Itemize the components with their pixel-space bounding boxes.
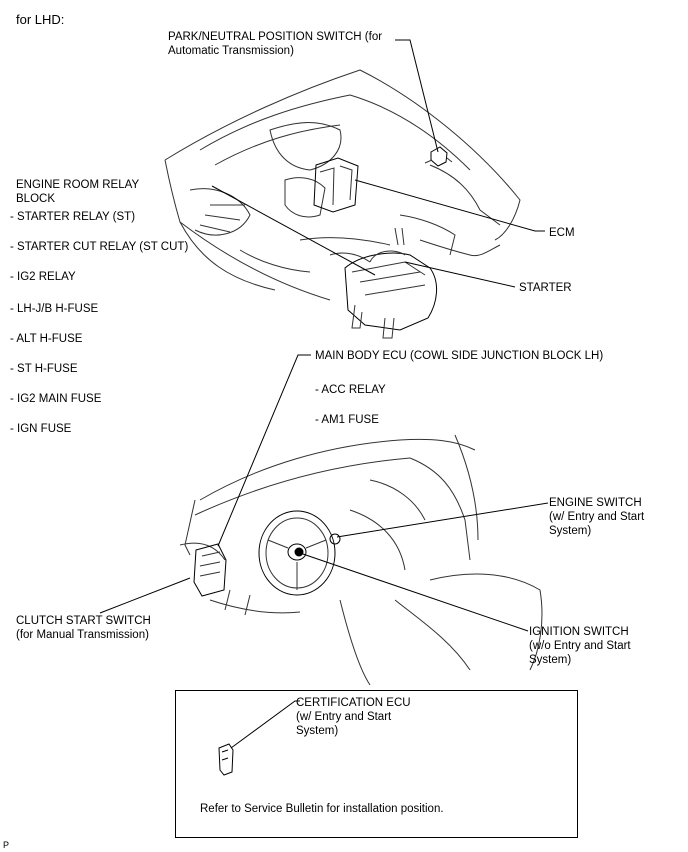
relay-block-item: - STARTER RELAY (ST) xyxy=(10,211,136,223)
relay-block-item: - IGN FUSE xyxy=(10,423,72,435)
corner-mark: P xyxy=(3,840,10,850)
leader-lines-upper xyxy=(211,39,545,288)
relay-block-item: - LH-J/B H-FUSE xyxy=(10,303,99,315)
park-neutral-switch-label: PARK/NEUTRAL POSITION SWITCH (for Automa… xyxy=(168,31,383,57)
clutch-start-switch-label: CLUTCH START SWITCH (for Manual Transmis… xyxy=(16,615,151,641)
relay-block-item: - IG2 RELAY xyxy=(10,271,76,283)
main-body-ecu-label: MAIN BODY ECU (COWL SIDE JUNCTION BLOCK … xyxy=(315,350,604,362)
main-body-item: - AM1 FUSE xyxy=(315,414,379,426)
engine-compartment-drawing xyxy=(164,69,521,339)
certification-ecu-drawing xyxy=(218,700,300,776)
relay-block-item: - ALT H-FUSE xyxy=(10,333,83,345)
relay-block-label: ENGINE ROOM RELAY BLOCK xyxy=(16,179,140,205)
certification-ecu-label: CERTIFICATION ECU (w/ Entry and Start Sy… xyxy=(296,697,411,737)
dashboard-drawing xyxy=(179,434,543,686)
relay-block-item: - IG2 MAIN FUSE xyxy=(10,393,102,405)
bulletin-note: Refer to Service Bulletin for installati… xyxy=(200,803,444,815)
ignition-switch-label: IGNITION SWITCH (w/o Entry and Start Sys… xyxy=(529,626,631,666)
certification-ecu-box xyxy=(175,690,578,838)
relay-block-item: - STARTER CUT RELAY (ST CUT) xyxy=(10,241,189,253)
leader-lines-lower xyxy=(99,354,549,632)
starter-label: STARTER xyxy=(519,282,572,294)
relay-block-item: - ST H-FUSE xyxy=(10,363,78,375)
main-body-item: - ACC RELAY xyxy=(315,384,386,396)
engine-switch-label: ENGINE SWITCH (w/ Entry and Start System… xyxy=(549,497,645,537)
ecm-label: ECM xyxy=(549,227,575,239)
page-heading: for LHD: xyxy=(16,12,65,27)
